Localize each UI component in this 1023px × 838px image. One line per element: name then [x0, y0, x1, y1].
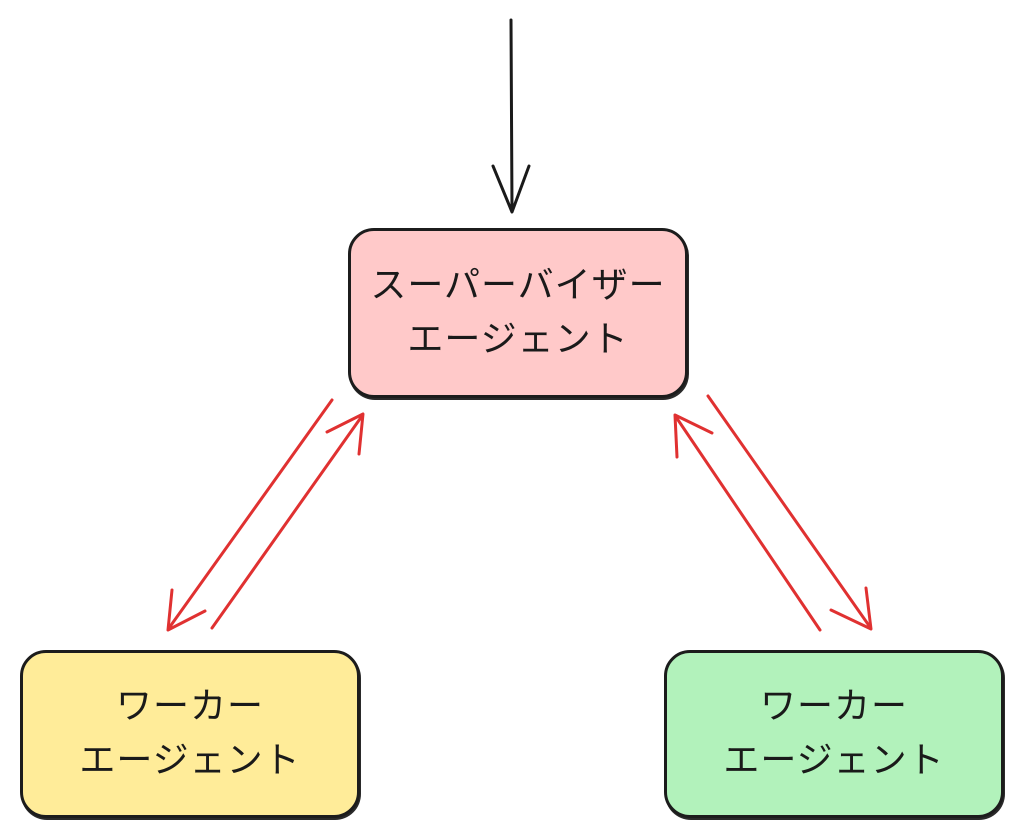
arrow-worker-left-to-supervisor — [210, 412, 365, 630]
supervisor-agent-node: スーパーバイザー エージェント — [348, 228, 688, 398]
worker-agent-right-label-line1: ワーカー — [759, 686, 908, 727]
arrow-worker-right-to-supervisor — [673, 413, 822, 632]
worker-agent-node-right: ワーカー エージェント — [664, 650, 1004, 818]
worker-agent-right-label-line2: エージェント — [723, 740, 945, 781]
worker-agent-node-left: ワーカー エージェント — [20, 650, 360, 818]
supervisor-agent-label-line2: エージェント — [407, 319, 629, 360]
arrow-supervisor-to-worker-left — [166, 398, 334, 632]
supervisor-agent-label-line1: スーパーバイザー — [370, 265, 666, 306]
arrow-supervisor-to-worker-right — [706, 394, 873, 631]
worker-agent-left-label-line2: エージェント — [79, 740, 301, 781]
input-arrow — [491, 18, 531, 214]
worker-agent-left-label-line1: ワーカー — [115, 686, 264, 727]
